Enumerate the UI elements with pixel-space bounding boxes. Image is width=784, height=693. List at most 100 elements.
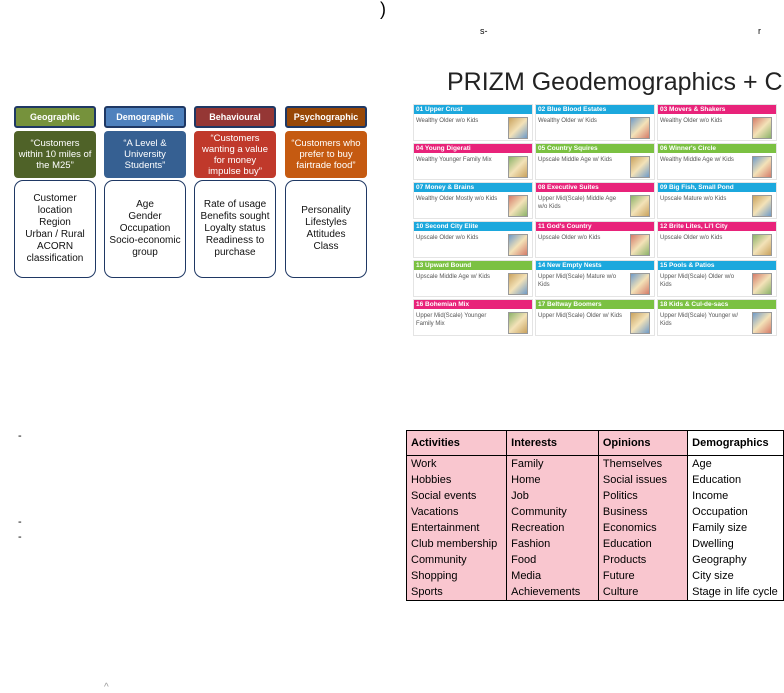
prizm-segment-name: 08 Executive Suites: [536, 183, 654, 192]
table-cell: Entertainment: [405, 520, 508, 536]
prizm-segment-description: Upper Mid(Scale) Mature w/o Kids: [538, 274, 617, 288]
segment-header: Behavioural: [194, 106, 276, 128]
prizm-segment-name: 11 God's Country: [536, 222, 654, 231]
prizm-segment-description: Upscale Older w/o Kids: [538, 235, 601, 241]
table-cell: Club membership: [405, 536, 508, 552]
prizm-segment-name: 13 Upward Bound: [414, 261, 532, 270]
segment-criterion: Socio-economic: [109, 235, 181, 246]
segment-criterion: location: [37, 205, 73, 216]
table-cell: Age: [687, 455, 784, 472]
table-cell: Recreation: [506, 520, 599, 536]
table-cell: City size: [687, 568, 784, 584]
stray-dash-2: -: [18, 516, 22, 528]
prizm-segment-description: Wealthy Younger Family Mix: [416, 157, 492, 163]
segment-criterion: Customer: [33, 193, 77, 204]
stray-caret: ^: [104, 682, 109, 693]
table-cell: Social events: [405, 488, 508, 504]
prizm-segment-illustration: [630, 156, 650, 178]
table-cell: Themselves: [597, 455, 689, 472]
prizm-segment-description: Wealthy Older Mostly w/o Kids: [416, 196, 498, 202]
segment-example-quote: “A Level & University Students”: [104, 131, 186, 178]
segment-header: Psychographic: [285, 106, 367, 128]
segment-criterion: purchase: [214, 247, 256, 258]
table-cell: Education: [597, 536, 689, 552]
prizm-segment-description: Wealthy Middle Age w/ Kids: [660, 157, 734, 163]
table-cell: Hobbies: [405, 472, 508, 488]
segment-criterion: Gender: [128, 211, 162, 222]
prizm-segment-description: Upper Mid(Scale) Younger Family Mix: [416, 313, 487, 327]
prizm-segment-name: 15 Pools & Patios: [658, 261, 776, 270]
segment-criterion: Lifestyles: [305, 217, 347, 228]
prizm-segment-illustration: [508, 117, 528, 139]
table-cell: Business: [597, 504, 689, 520]
table-cell: Family: [506, 455, 599, 472]
prizm-segment-name: 02 Blue Blood Estates: [536, 105, 654, 114]
table-cell: Sports: [405, 584, 508, 601]
prizm-segment-illustration: [752, 117, 772, 139]
table-cell: Shopping: [405, 568, 508, 584]
prizm-segment-illustration: [752, 234, 772, 256]
stray-paren: ): [380, 0, 386, 19]
segment-criterion: Readiness to: [205, 235, 265, 246]
prizm-segment-illustration: [508, 273, 528, 295]
prizm-segment-description: Upper Mid(Scale) Younger w/ Kids: [660, 313, 739, 327]
prizm-segment-description: Upscale Older w/o Kids: [416, 235, 479, 241]
prizm-segment-name: 18 Kids & Cul-de-sacs: [658, 300, 776, 309]
table-cell: Occupation: [687, 504, 784, 520]
prizm-segment-name: 16 Bohemian Mix: [414, 300, 532, 309]
prizm-segment-name: 04 Young Digerati: [414, 144, 532, 153]
prizm-segment-description: Upper Mid(Scale) Middle Age w/o Kids: [538, 196, 617, 210]
prizm-segment-illustration: [508, 312, 528, 334]
stray-dash-1: -: [18, 430, 22, 442]
table-cell: Income: [687, 488, 784, 504]
segment-example-quote: “Customers wanting a value for money imp…: [194, 131, 276, 178]
segment-criterion: Rate of usage: [203, 199, 267, 210]
segment-header: Demographic: [104, 106, 186, 128]
table-cell: Products: [597, 552, 689, 568]
stray-s-dash: s-: [480, 26, 488, 36]
prizm-segment-name: 03 Movers & Shakers: [658, 105, 776, 114]
segment-criterion: ACORN: [36, 241, 74, 252]
prizm-segment-description: Upper Mid(Scale) Older w/ Kids: [538, 313, 623, 319]
prizm-segment-name: 06 Winner's Circle: [658, 144, 776, 153]
table-cell: Fashion: [506, 536, 599, 552]
segment-criterion: Class: [313, 241, 339, 252]
prizm-segment-description: Wealthy Older w/o Kids: [660, 118, 723, 124]
prizm-segment-name: 12 Brite Lites, Li'l City: [658, 222, 776, 231]
segment-criterion: Personality: [301, 205, 351, 216]
segment-criterion: classification: [26, 253, 84, 264]
prizm-segment-name: 14 New Empty Nests: [536, 261, 654, 270]
prizm-segment-name: 01 Upper Crust: [414, 105, 532, 114]
table-cell: Dwelling: [687, 536, 784, 552]
table-cell: Community: [405, 552, 508, 568]
prizm-segment-illustration: [630, 312, 650, 334]
table-cell: Education: [687, 472, 784, 488]
prizm-segment-illustration: [508, 195, 528, 217]
prizm-title: PRIZM Geodemographics + CB: [447, 68, 784, 96]
segment-criterion: Occupation: [119, 223, 171, 234]
table-cell: Economics: [597, 520, 689, 536]
prizm-segment-description: Upscale Middle Age w/ Kids: [538, 157, 613, 163]
